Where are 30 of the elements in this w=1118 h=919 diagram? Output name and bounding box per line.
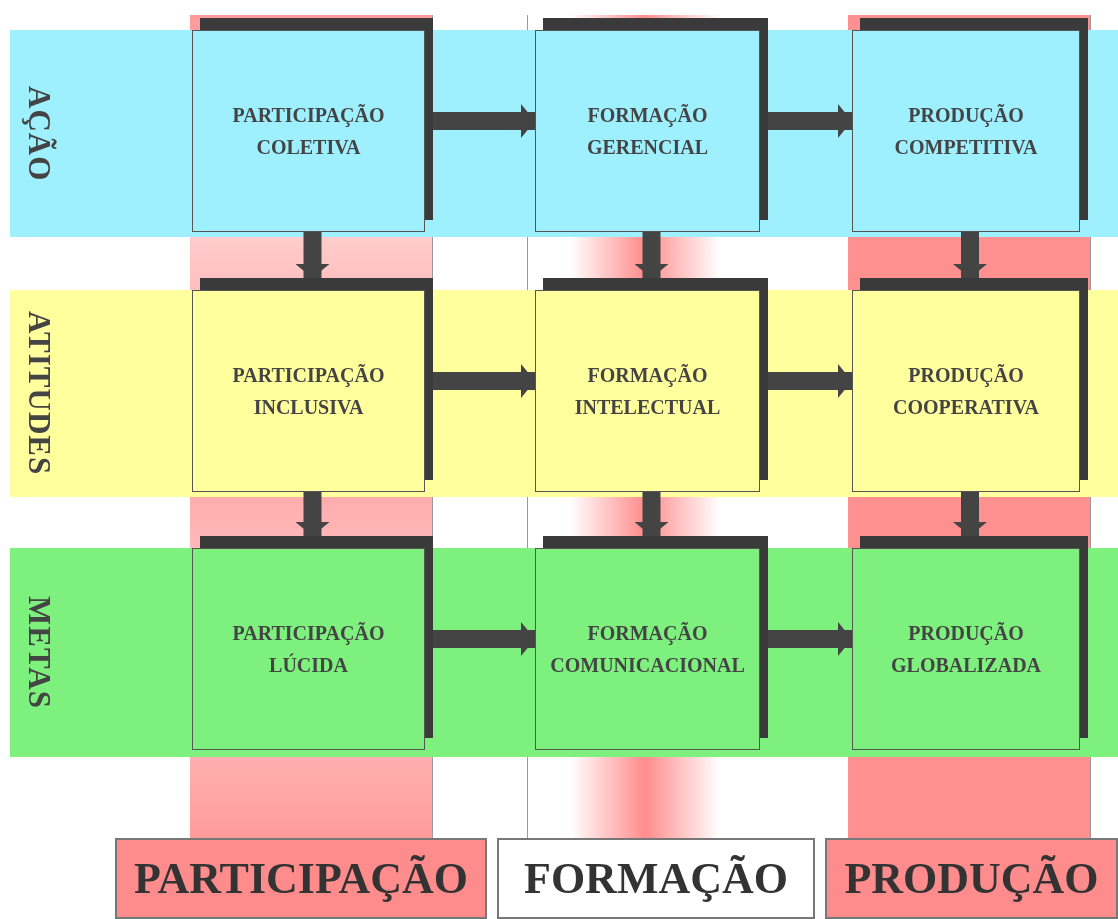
arrow — [953, 232, 987, 278]
column-label-box — [115, 838, 487, 919]
stage-text: FORMAÇÃO INTELECTUAL — [573, 363, 722, 420]
row-label: METAS — [23, 596, 55, 709]
stage-text: PARTICIPAÇÃO INCLUSIVA — [231, 363, 386, 420]
arrow — [634, 492, 669, 536]
column-label: PARTICIPAÇÃO — [133, 852, 469, 905]
arrow — [768, 364, 852, 398]
arrow — [768, 622, 852, 656]
row-label: AÇÃO — [23, 85, 55, 182]
stage-text: PARTICIPAÇÃO LÚCIDA — [231, 621, 386, 678]
stage-text: PRODUÇÃO COMPETITIVA — [893, 103, 1039, 160]
arrow — [433, 364, 535, 398]
stage-text: FORMAÇÃO COMUNICACIONAL — [550, 621, 745, 678]
column-label: PRODUÇÃO — [844, 852, 1099, 905]
arrow — [634, 232, 669, 278]
stage-text: PRODUÇÃO GLOBALIZADA — [890, 621, 1042, 678]
stage-text: PARTICIPAÇÃO COLETIVA — [231, 103, 386, 160]
arrow — [768, 104, 852, 138]
arrow — [433, 622, 535, 656]
stage-text: FORMAÇÃO GERENCIAL — [585, 103, 710, 160]
arrow — [953, 492, 987, 536]
arrow — [433, 104, 535, 138]
column-label: FORMAÇÃO — [524, 852, 788, 905]
row-label: ATITUDES — [23, 311, 55, 476]
column-label-box — [497, 838, 815, 919]
column-label-box — [825, 838, 1118, 919]
arrow — [295, 232, 330, 278]
stage-text: PRODUÇÃO COOPERATIVA — [892, 363, 1040, 420]
arrow — [295, 492, 330, 536]
